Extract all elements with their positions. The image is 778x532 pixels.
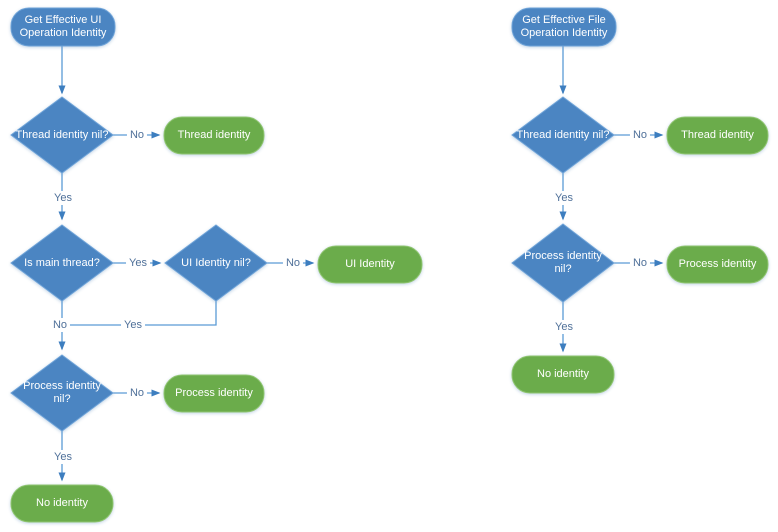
ui-noidentity-result-shape [10,484,114,523]
file-thread-result-shape [666,116,769,155]
file-start-node-shape [511,7,617,47]
file-process-result-shape [666,245,769,284]
ui-process-decision-shape [10,354,114,432]
ui-mainthread-decision-shape [10,224,114,302]
ui-thread-decision-shape [10,96,114,174]
ui-ui-result-shape [317,245,423,284]
ui-uinil-decision-shape [164,224,268,302]
file-process-decision-shape [511,223,615,303]
ui-start-node-shape [10,7,116,47]
ui-process-result-shape [163,374,265,413]
file-noidentity-result-shape [511,355,615,394]
ui-thread-result-shape [163,116,265,155]
edge-ui-uinil-yes-join [62,301,217,326]
file-thread-decision-shape [511,96,615,174]
